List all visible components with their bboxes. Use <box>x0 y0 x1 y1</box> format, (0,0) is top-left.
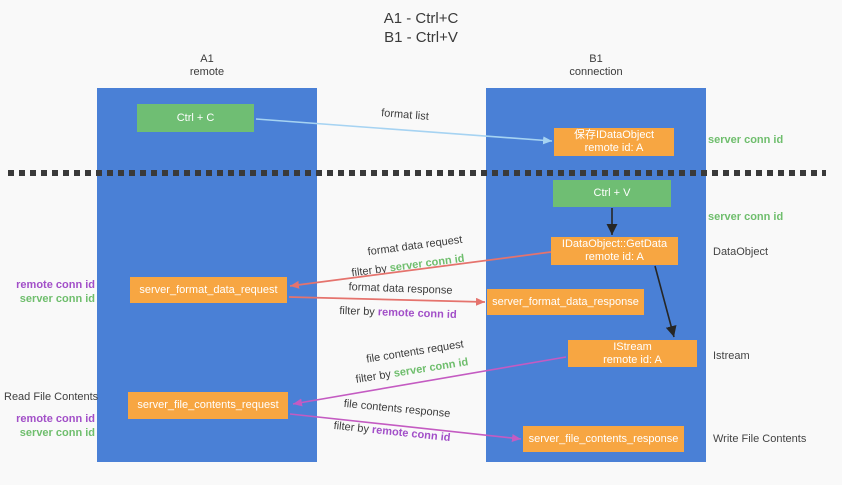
diagram-title: A1 - Ctrl+C B1 - Ctrl+V <box>0 9 842 47</box>
left-label-remote-conn-id-2: remote conn id <box>16 413 95 425</box>
filter-by-text: filter by <box>333 419 373 436</box>
left-label-server-conn-id-2: server conn id <box>19 427 95 439</box>
column-a-header: A1 remote <box>97 53 317 79</box>
column-a-title: A1 <box>200 53 214 65</box>
remote-conn-id-text: remote conn id <box>377 306 457 322</box>
node-getdata-line1: IDataObject::GetData <box>561 238 668 250</box>
left-labels-file-request: Read File Contents remote conn id server… <box>4 390 99 440</box>
node-ctrl-v: Ctrl + V <box>553 180 671 207</box>
server-conn-id-text: server conn id <box>389 252 466 275</box>
filter-by-text: filter by <box>350 262 391 280</box>
dashed-separator-line <box>8 170 826 176</box>
node-file-response-label: server_file_contents_response <box>528 432 679 445</box>
node-istream-line1: IStream <box>613 340 652 353</box>
node-idataobject-getdata: IDataObject::GetData remote id: A <box>551 237 678 265</box>
side-label-server-conn-id-top: server conn id <box>708 134 784 146</box>
node-server-file-contents-response: server_file_contents_response <box>523 426 684 452</box>
node-getdata-line2: remote id: A <box>585 251 644 263</box>
side-label-istream: Istream <box>713 350 750 362</box>
label-filter-by-remote-conn-id-2: filter by remote conn id <box>312 418 472 447</box>
title-line-2: B1 - Ctrl+V <box>384 29 458 46</box>
remote-conn-id-text: remote conn id <box>371 423 451 445</box>
left-label-server-conn-id-1: server conn id <box>19 293 95 305</box>
filter-by-text: filter by <box>339 304 379 319</box>
node-save-idataobject-line1: 保存IDataObject <box>573 129 655 141</box>
node-ctrl-v-label: Ctrl + V <box>593 187 631 199</box>
column-b-header: B1 connection <box>486 53 706 79</box>
left-label-read-file-contents: Read File Contents <box>4 391 99 403</box>
side-label-server-conn-id-mid: server conn id <box>708 211 784 223</box>
node-format-request-label: server_format_data_request <box>139 283 278 296</box>
node-istream-line2: remote id: A <box>603 353 662 366</box>
filter-by-text: filter by <box>354 367 395 386</box>
label-format-list: format list <box>380 107 430 123</box>
label-file-contents-response: file contents response <box>343 397 451 421</box>
node-save-idataobject-line2: remote id: A <box>584 142 644 154</box>
node-server-format-data-request: server_format_data_request <box>130 277 287 303</box>
node-ctrl-c-label: Ctrl + C <box>176 111 215 124</box>
node-istream: IStream remote id: A <box>568 340 697 367</box>
column-b-title: B1 <box>589 53 603 65</box>
node-server-file-contents-request: server_file_contents_request <box>128 392 288 419</box>
node-file-request-label: server_file_contents_request <box>137 399 279 411</box>
node-format-response-label: server_format_data_response <box>492 295 639 308</box>
label-filter-by-remote-conn-id-1: filter by remote conn id <box>318 304 478 322</box>
node-ctrl-c: Ctrl + C <box>137 104 254 132</box>
format-data-response-arrow <box>288 296 486 306</box>
column-a-subtitle: remote <box>189 66 225 78</box>
title-line-1: A1 - Ctrl+C <box>383 10 459 27</box>
side-label-write-file-contents: Write File Contents <box>713 433 807 445</box>
label-format-data-response: format data response <box>348 281 453 297</box>
left-labels-format-request: remote conn id server conn id <box>8 278 95 306</box>
node-server-format-data-response: server_format_data_response <box>487 289 644 315</box>
left-label-remote-conn-id-1: remote conn id <box>16 279 95 291</box>
node-save-idataobject: 保存IDataObject remote id: A <box>554 128 674 156</box>
column-b-subtitle: connection <box>569 66 623 78</box>
side-label-dataobject: DataObject <box>713 246 769 258</box>
